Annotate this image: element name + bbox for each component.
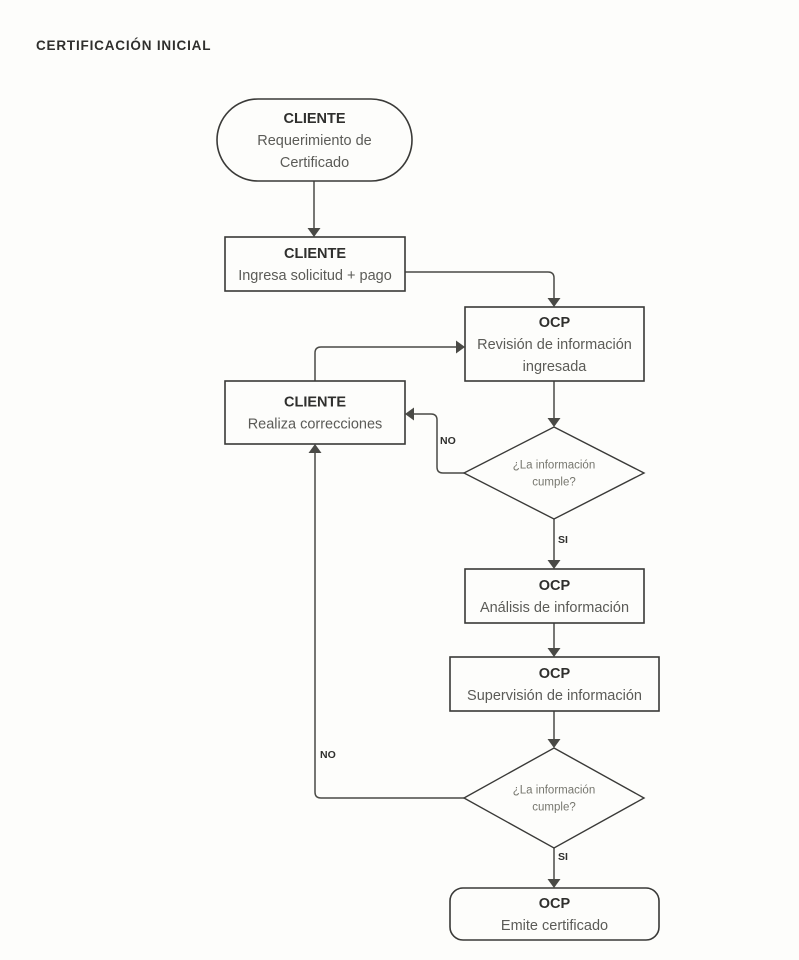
connectors-layer: NO SI NO SI [307, 181, 568, 888]
node-description-line: Realiza correcciones [248, 417, 383, 433]
arrowhead [547, 298, 561, 307]
decision-label-line: cumple? [532, 477, 575, 489]
arrowhead [547, 739, 561, 748]
connector-correcciones-to-revision [314, 340, 465, 381]
connector-line [314, 346, 459, 381]
node-shape-rect [449, 656, 660, 712]
decision-label-line: ¿La información [513, 460, 595, 472]
decision-shape-diamond [462, 426, 646, 520]
node-start[interactable]: CLIENTE Requerimiento de Certificado [216, 98, 413, 182]
node-shape-rect [224, 236, 406, 292]
connector-decision2-no-to-correcciones: NO [308, 444, 464, 799]
arrowhead [547, 879, 561, 888]
node-shape-rect [224, 380, 406, 445]
node-actor: CLIENTE [283, 111, 345, 127]
connector-decision1-no-to-correcciones: NO [405, 407, 464, 474]
connector-solicitud-to-revision [405, 271, 561, 307]
arrowhead [547, 560, 561, 569]
connector-line [314, 450, 464, 799]
node-description-line: Requerimiento de [257, 133, 371, 149]
node-description-line: Emite certificado [501, 918, 608, 934]
node-actor: OCP [539, 896, 571, 912]
connector-decision2-si-to-certificado: SI [547, 848, 568, 888]
arrowhead [456, 340, 465, 354]
decision-shape-diamond [462, 747, 646, 849]
arrowhead [405, 407, 414, 421]
node-actor: OCP [539, 315, 571, 331]
connector-line [411, 413, 464, 474]
edge-label-si: SI [558, 534, 568, 546]
page-title: CERTIFICACIÓN INICIAL [36, 38, 212, 53]
node-supervision[interactable]: OCP Supervisión de información [449, 656, 660, 712]
node-actor: OCP [539, 578, 571, 594]
edge-label-no: NO [320, 749, 336, 761]
node-description-line: Certificado [280, 155, 349, 171]
node-actor: OCP [539, 666, 571, 682]
connector-analisis-to-supervision [547, 623, 561, 657]
node-actor: CLIENTE [284, 395, 346, 411]
decision-label-line: cumple? [532, 802, 575, 814]
node-shape-rect [464, 568, 645, 624]
decision-decision1[interactable]: ¿La información cumple? [462, 426, 646, 520]
decision-label-line: ¿La información [513, 785, 595, 797]
arrowhead [547, 418, 561, 427]
connector-decision1-si-to-analisis: SI [547, 519, 568, 569]
edge-label-no: NO [440, 435, 456, 447]
node-solicitud[interactable]: CLIENTE Ingresa solicitud + pago [224, 236, 406, 292]
node-certificado[interactable]: OCP Emite certificado [449, 887, 660, 941]
arrowhead [307, 228, 321, 237]
decision-decision2[interactable]: ¿La información cumple? [462, 747, 646, 849]
node-shape-round-rect [449, 887, 660, 941]
node-description-line: Ingresa solicitud + pago [238, 268, 392, 284]
node-analisis[interactable]: OCP Análisis de información [464, 568, 645, 624]
edge-label-si: SI [558, 851, 568, 863]
node-correcciones[interactable]: CLIENTE Realiza correcciones [224, 380, 406, 445]
node-description-line: ingresada [523, 359, 588, 375]
node-revision[interactable]: OCP Revisión de información ingresada [464, 306, 645, 382]
node-description-line: Revisión de información [477, 337, 632, 353]
node-description-line: Análisis de información [480, 600, 629, 616]
node-actor: CLIENTE [284, 246, 346, 262]
connector-supervision-to-decision2 [547, 711, 561, 748]
node-description-line: Supervisión de información [467, 688, 642, 704]
arrowhead [308, 444, 322, 453]
node-shape-rect [464, 306, 645, 382]
connector-start-to-solicitud [307, 181, 321, 237]
arrowhead [547, 648, 561, 657]
node-shape-pill [216, 98, 413, 182]
connector-revision-to-decision1 [547, 381, 561, 427]
connector-line [405, 271, 555, 301]
